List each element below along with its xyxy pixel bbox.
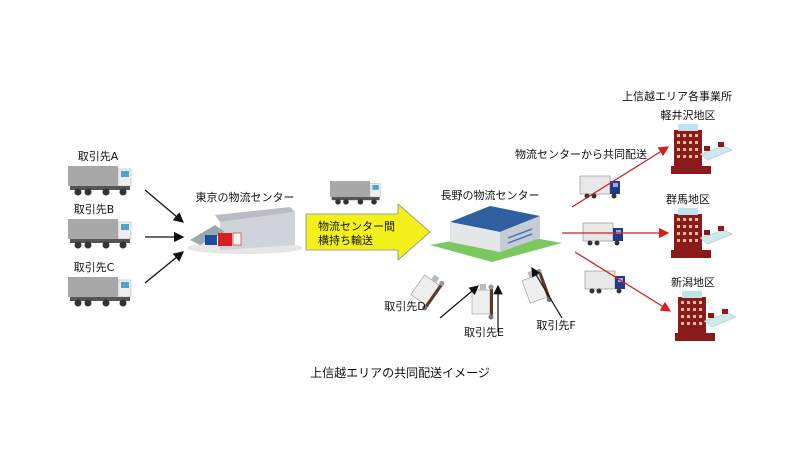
delivery-truck-2-icon: [582, 222, 624, 246]
office-gunma-label: 群馬地区: [666, 192, 710, 206]
supplier-a-truck-icon: [67, 165, 132, 196]
office-niigata-label: 新潟地区: [671, 275, 715, 289]
tokyo-center-label: 東京の物流センター: [196, 190, 295, 204]
supplier-e-label: 取引先E: [464, 325, 504, 339]
transfer-line1: 物流センター間: [318, 219, 395, 233]
office-karuizawa-building-icon: [670, 123, 733, 175]
supplier-a-label: 取引先A: [78, 149, 119, 163]
nagano-center-label: 長野の物流センター: [441, 188, 540, 202]
delivery-truck-3-icon: [584, 270, 626, 294]
office-niigata-building-icon: [674, 290, 737, 342]
joint-delivery-label: 物流センターから共同配送: [515, 147, 647, 161]
office-karuizawa-label: 軽井沢地区: [661, 108, 716, 122]
supplier-b-label: 取引先B: [74, 202, 115, 216]
supplier-f-label: 取引先F: [536, 318, 575, 332]
transfer-line2: 横持ち輸送: [318, 233, 373, 247]
tokyo-warehouse-icon: [187, 207, 303, 254]
offices-header: 上信越エリア各事業所: [622, 89, 732, 103]
delivery-arrows: [562, 146, 672, 312]
diagram-caption: 上信越エリアの共同配送イメージ: [310, 365, 490, 380]
supplier-f-cart-icon: [519, 267, 553, 309]
supplier-e-cart-icon: [471, 283, 494, 320]
transfer-truck-icon: [329, 180, 381, 206]
supplier-d-label: 取引先D: [384, 299, 425, 313]
delivery-truck-1-icon: [579, 175, 621, 199]
nagano-warehouse-icon: [430, 206, 562, 262]
supplier-b-truck-icon: [67, 218, 132, 249]
supplier-c-label: 取引先C: [74, 260, 115, 274]
transfer-arrow: [305, 203, 431, 261]
supplier-bottom-arrows: [439, 266, 563, 332]
office-gunma-building-icon: [670, 207, 733, 259]
supplier-c-truck-icon: [67, 276, 132, 307]
inbound-arrows: [144, 189, 185, 284]
